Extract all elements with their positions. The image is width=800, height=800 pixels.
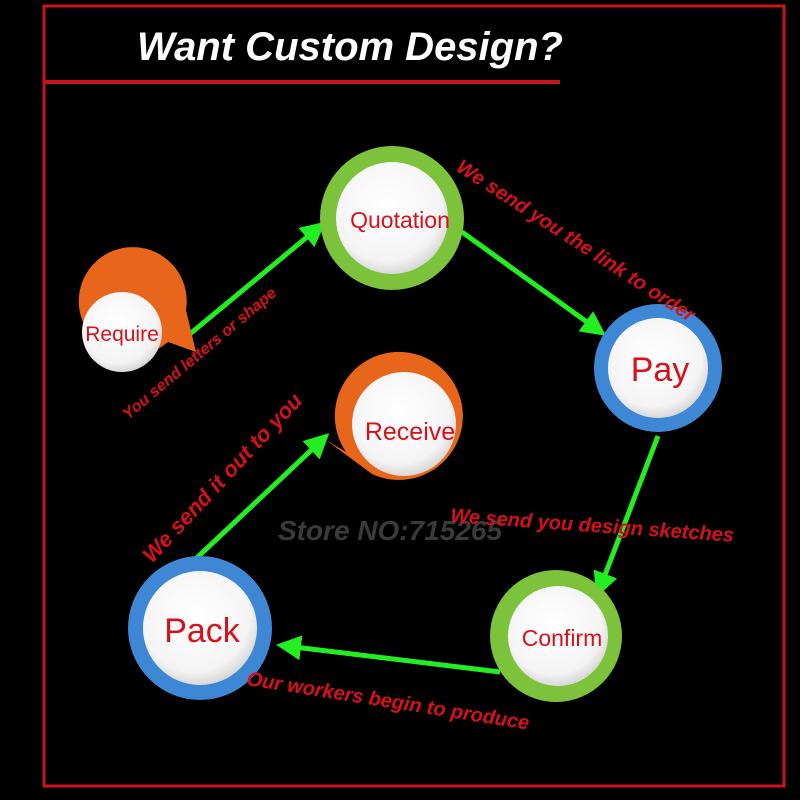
- arrow-pay-to-confirm: [593, 435, 661, 598]
- flow-arrows: [183, 221, 661, 675]
- store-watermark: Store NO:715265: [278, 515, 503, 546]
- page-title: Want Custom Design?: [137, 25, 563, 69]
- confirm-label: Confirm: [522, 625, 603, 651]
- require-label: Require: [85, 323, 159, 346]
- receive-inner: [352, 372, 456, 476]
- pay-label: Pay: [631, 351, 690, 389]
- node-receive: Receive: [326, 351, 463, 480]
- pack-label: Pack: [164, 612, 241, 650]
- arrow-pack-to-receive: [184, 433, 330, 570]
- node-confirm: Confirm: [490, 570, 622, 702]
- pack-inner: [143, 571, 257, 685]
- outer-frame: [42, 4, 786, 788]
- node-quotation: Quotation: [320, 146, 464, 290]
- receive-label: Receive: [365, 418, 455, 446]
- confirm-inner: [508, 586, 608, 686]
- quotation-inner: [336, 162, 448, 274]
- node-pay: Pay: [594, 304, 722, 432]
- node-pack: Pack: [128, 556, 272, 700]
- node-require: Require: [78, 247, 196, 372]
- quotation-label: Quotation: [350, 207, 450, 233]
- require-inner: [82, 292, 162, 372]
- pay-inner: [608, 318, 708, 418]
- arrow-confirm-to-pack: [276, 635, 501, 675]
- arrow-quotation-to-pay: [460, 229, 607, 336]
- arrow-require-to-quotation: [183, 221, 326, 340]
